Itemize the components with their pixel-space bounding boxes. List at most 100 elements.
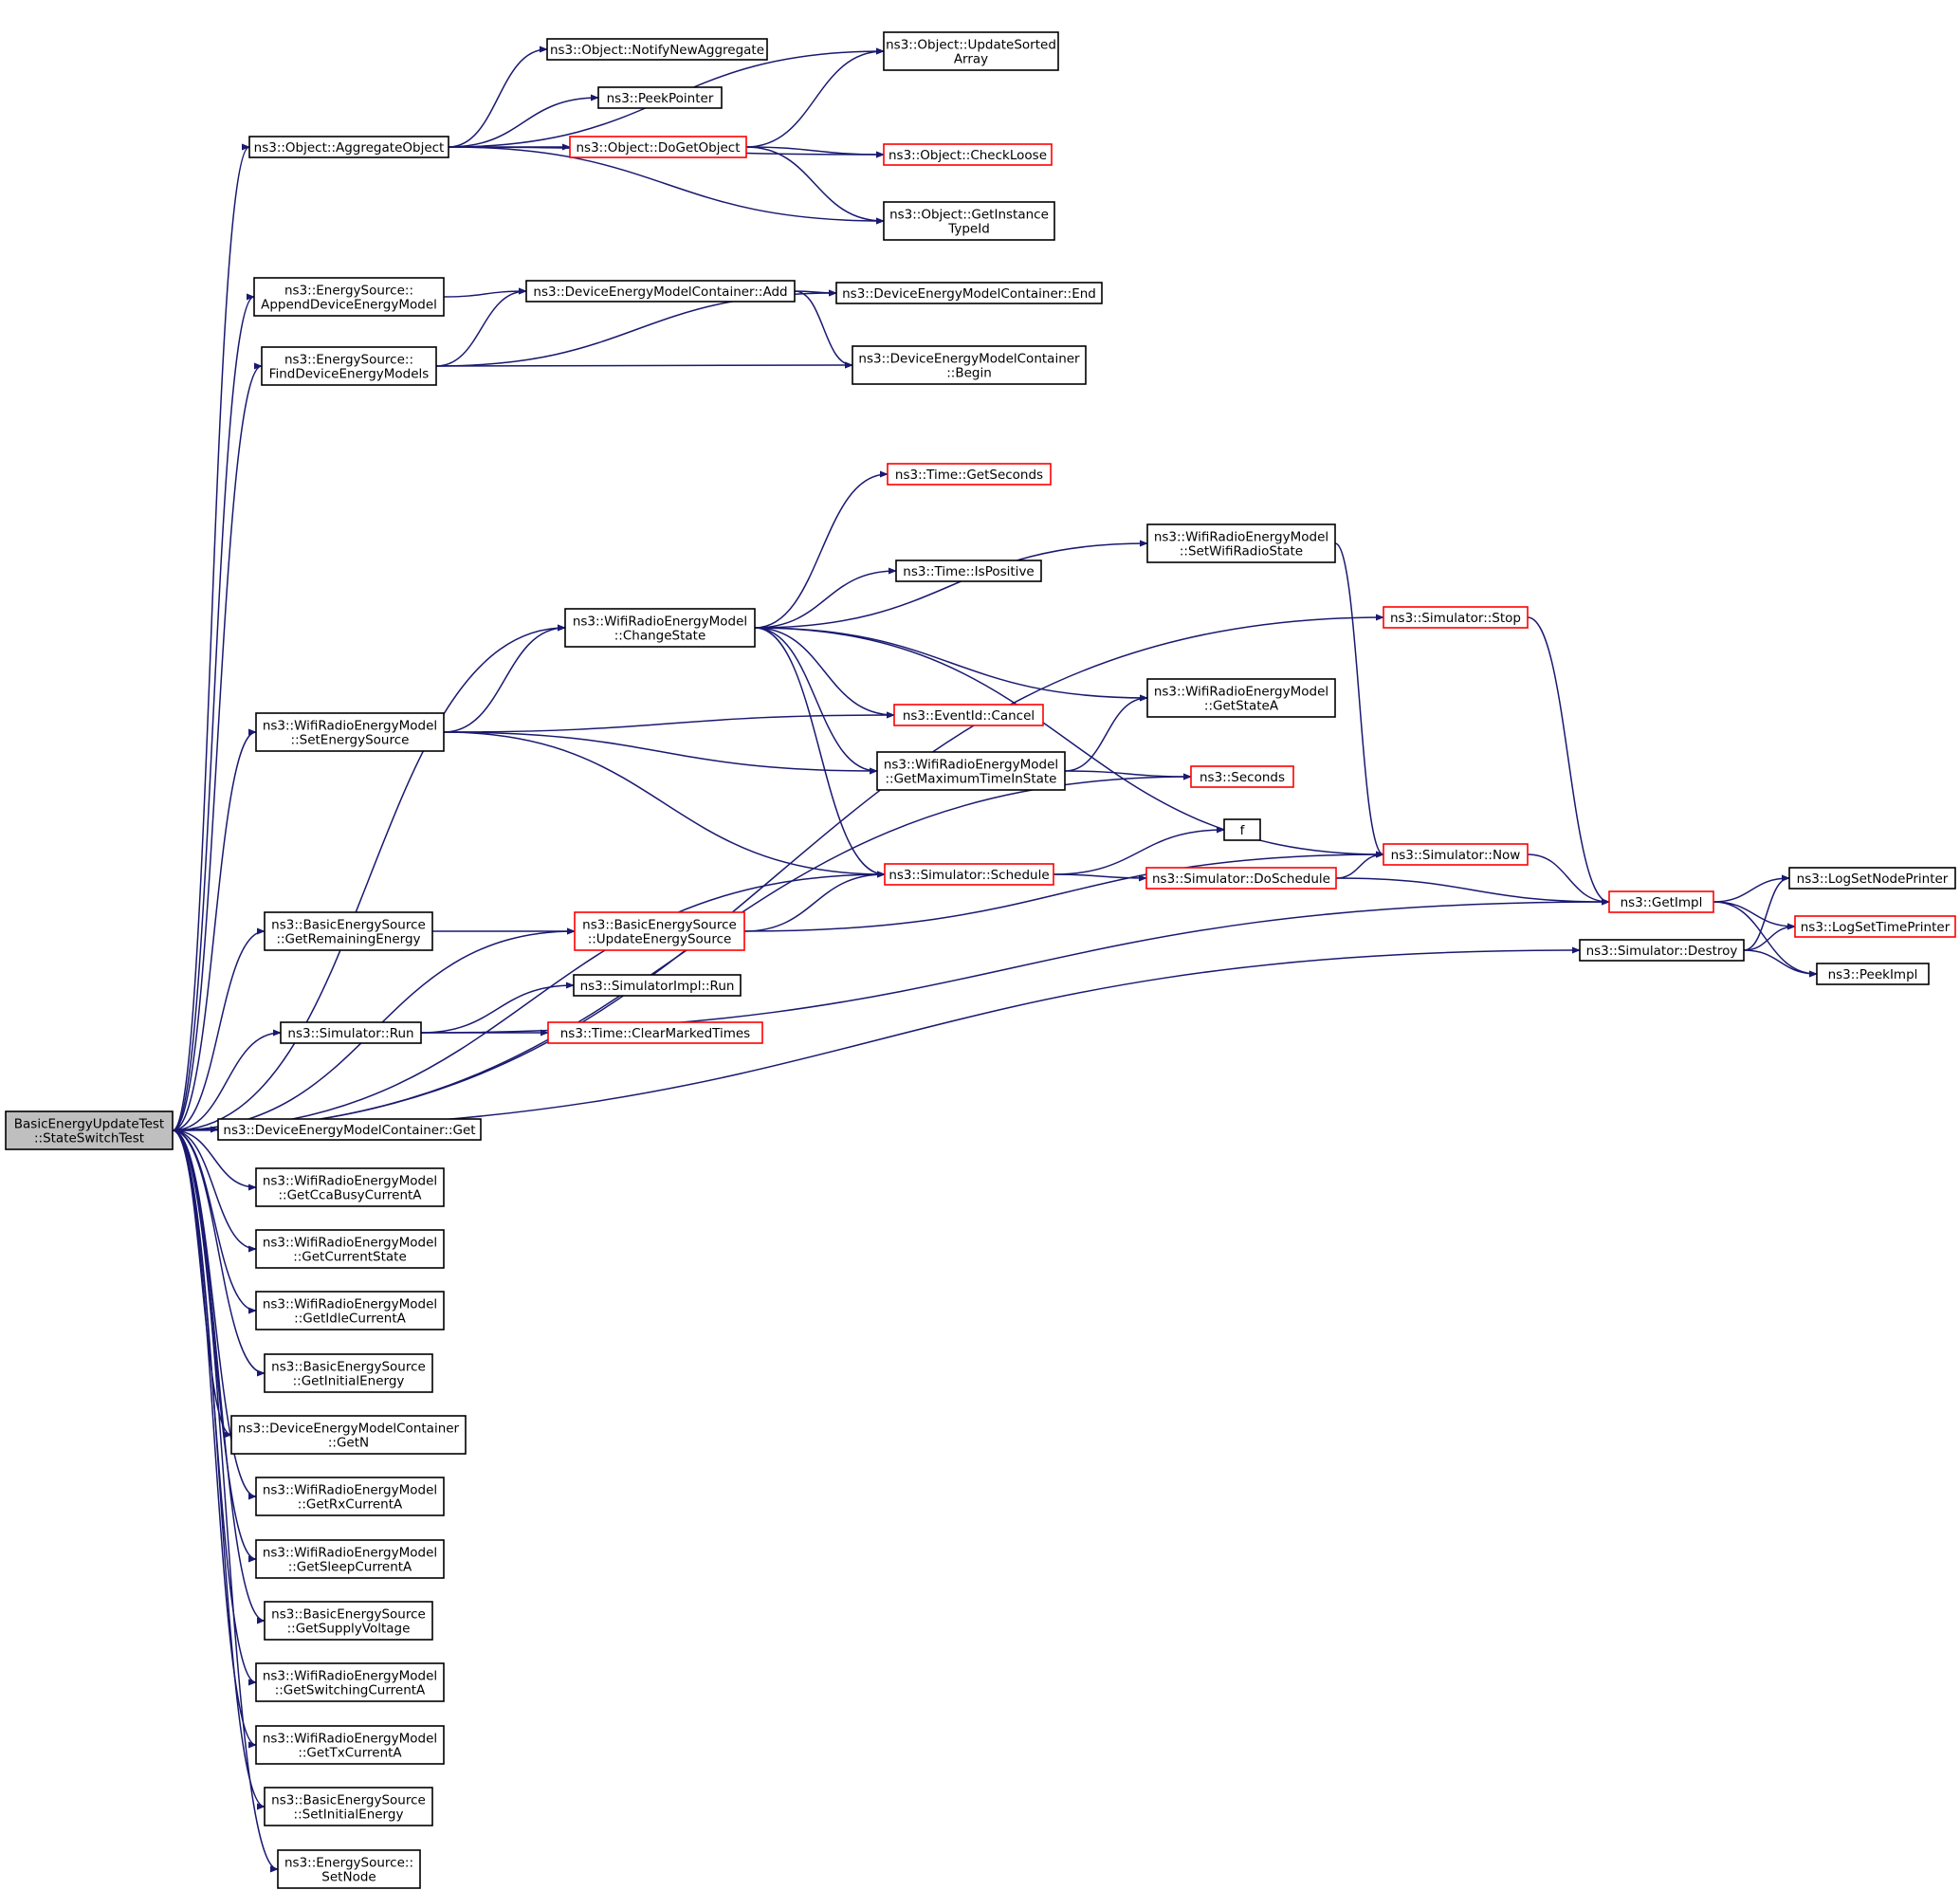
node-peekimpl[interactable]: ns3::PeekImpl (1816, 963, 1930, 985)
node-box (255, 1291, 445, 1330)
edge-simnow-to-getimpl (1527, 853, 1610, 906)
node-label: ns3::WifiRadioEnergyModel (263, 1732, 437, 1747)
node-getsleep[interactable]: ns3::WifiRadioEnergyModel::GetSleepCurre… (255, 1539, 445, 1579)
node-eventcancel[interactable]: ns3::EventId::Cancel (893, 704, 1044, 726)
node-simrun[interactable]: ns3::Simulator::Run (280, 1021, 422, 1044)
node-clearmarked[interactable]: ns3::Time::ClearMarkedTimes (547, 1021, 763, 1044)
edge-setenergysource-to-eventcancel (443, 711, 895, 733)
edge-simstop-to-getimpl (1527, 616, 1610, 906)
node-getimpl[interactable]: ns3::GetImpl (1608, 890, 1714, 913)
node-simstop[interactable]: ns3::Simulator::Stop (1383, 606, 1529, 629)
node-finddem[interactable]: ns3::EnergySource::FindDeviceEnergyModel… (261, 346, 437, 386)
node-getrx[interactable]: ns3::WifiRadioEnergyModel::GetRxCurrentA (255, 1477, 445, 1516)
node-box (217, 1118, 482, 1141)
node-dogetobject[interactable]: ns3::Object::DoGetObject (569, 136, 747, 158)
node-box (1146, 678, 1336, 718)
edge-simschedule-to-f (1053, 826, 1225, 875)
node-updateenergysource[interactable]: ns3::BasicEnergySource::UpdateEnergySour… (574, 911, 745, 951)
node-gettx[interactable]: ns3::WifiRadioEnergyModel::GetTxCurrentA (255, 1725, 445, 1765)
node-label: ::GetCurrentState (293, 1250, 407, 1265)
node-f[interactable]: f (1223, 818, 1261, 841)
node-setenergysource[interactable]: ns3::WifiRadioEnergyModel::SetEnergySour… (255, 712, 445, 752)
node-box (264, 911, 433, 951)
node-box (1788, 867, 1956, 890)
node-logsetnodeprinter[interactable]: ns3::LogSetNodePrinter (1788, 867, 1956, 890)
node-box (1794, 915, 1956, 938)
edge-root-to-aggregate (172, 143, 250, 1131)
node-getccabusy[interactable]: ns3::WifiRadioEnergyModel::GetCcaBusyCur… (255, 1167, 445, 1207)
node-peekpointer[interactable]: ns3::PeekPointer (597, 86, 723, 109)
edge-setwifiradiostate-to-simnow (1334, 542, 1384, 858)
node-label: ns3::Object::NotifyNewAggregate (550, 43, 764, 58)
node-box (1146, 523, 1336, 563)
node-box (547, 1021, 763, 1044)
node-label: f (1240, 823, 1246, 838)
node-simschedule[interactable]: ns3::Simulator::Schedule (884, 863, 1054, 886)
node-getstatea[interactable]: ns3::WifiRadioEnergyModel::GetStateA (1146, 678, 1336, 718)
node-label: ::ChangeState (614, 629, 706, 644)
node-timegetseconds[interactable]: ns3::Time::GetSeconds (887, 463, 1052, 486)
node-box (1816, 963, 1930, 985)
node-label: ns3::Object::DoGetObject (576, 140, 740, 156)
node-box (1608, 890, 1714, 913)
node-getmaxtime[interactable]: ns3::WifiRadioEnergyModel::GetMaximumTim… (876, 751, 1066, 791)
node-notify[interactable]: ns3::Object::NotifyNewAggregate (546, 38, 768, 61)
node-label: ns3::Time::ClearMarkedTimes (560, 1026, 750, 1041)
node-root[interactable]: BasicEnergyUpdateTest::StateSwitchTest (5, 1110, 174, 1150)
node-logsettimeprinter[interactable]: ns3::LogSetTimePrinter (1794, 915, 1956, 938)
node-label: ::GetN (328, 1436, 369, 1451)
edge-root-to-getsupply (172, 1129, 266, 1624)
node-demcend[interactable]: ns3::DeviceEnergyModelContainer::End (835, 282, 1103, 304)
node-label: ns3::DeviceEnergyModelContainer::End (842, 286, 1096, 302)
node-demcadd[interactable]: ns3::DeviceEnergyModelContainer::Add (525, 280, 796, 303)
node-getremaining[interactable]: ns3::BasicEnergySource::GetRemainingEner… (264, 911, 433, 951)
edge-root-to-getsleep (172, 1129, 257, 1563)
edge-changestate-to-simnow (754, 627, 1384, 858)
node-simnow[interactable]: ns3::Simulator::Now (1383, 843, 1529, 866)
edge-simdoschedule-to-simnow (1335, 851, 1384, 879)
edge-aggregate-to-peekpointer (448, 94, 599, 148)
node-aggregate[interactable]: ns3::Object::AggregateObject (248, 136, 449, 158)
node-setwifiradiostate[interactable]: ns3::WifiRadioEnergyModel::SetWifiRadioS… (1146, 523, 1336, 563)
node-getsupply[interactable]: ns3::BasicEnergySource::GetSupplyVoltage (264, 1601, 433, 1641)
edge-changestate-to-getstatea (754, 627, 1148, 702)
edge-appenddem-to-demcadd (443, 287, 527, 298)
node-label: ns3::DeviceEnergyModelContainer (858, 352, 1080, 367)
node-box (883, 143, 1053, 166)
node-label: ns3::PeekImpl (1828, 967, 1918, 982)
node-setinitialenergy[interactable]: ns3::BasicEnergySource::SetInitialEnergy (264, 1787, 433, 1826)
node-appenddem[interactable]: ns3::EnergySource::AppendDeviceEnergyMod… (253, 277, 445, 317)
node-label: ns3::LogSetNodePrinter (1797, 872, 1949, 887)
node-label: ::GetSleepCurrentA (288, 1560, 412, 1575)
edge-setenergysource-to-simschedule (443, 731, 886, 878)
node-box (883, 31, 1059, 71)
node-setnode[interactable]: ns3::EnergySource::SetNode (277, 1849, 421, 1889)
node-demcbegin[interactable]: ns3::DeviceEnergyModelContainer::Begin (852, 345, 1087, 385)
node-getswitching[interactable]: ns3::WifiRadioEnergyModel::GetSwitchingC… (255, 1662, 445, 1702)
node-getcurrentstate[interactable]: ns3::WifiRadioEnergyModel::GetCurrentSta… (255, 1229, 445, 1269)
node-changestate[interactable]: ns3::WifiRadioEnergyModel::ChangeState (564, 608, 756, 648)
node-timeispositive[interactable]: ns3::Time::IsPositive (895, 560, 1042, 582)
node-label: ::GetInitialEnergy (293, 1374, 405, 1389)
node-seconds[interactable]: ns3::Seconds (1190, 765, 1294, 788)
node-simdoschedule[interactable]: ns3::Simulator::DoSchedule (1145, 867, 1337, 890)
node-box (5, 1110, 174, 1150)
node-box (597, 86, 723, 109)
node-simimplrun[interactable]: ns3::SimulatorImpl::Run (573, 974, 742, 997)
node-simdestroy[interactable]: ns3::Simulator::Destroy (1579, 939, 1745, 962)
node-label: ::GetMaximumTimeInState (886, 772, 1057, 787)
node-demcget[interactable]: ns3::DeviceEnergyModelContainer::Get (217, 1118, 482, 1141)
node-demcgetn[interactable]: ns3::DeviceEnergyModelContainer::GetN (230, 1415, 467, 1455)
node-box (253, 277, 445, 317)
node-label: ns3::Simulator::Run (287, 1026, 413, 1041)
node-label: ns3::PeekPointer (607, 91, 714, 106)
node-label: ns3::EnergySource:: (284, 284, 413, 299)
node-label: AppendDeviceEnergyModel (261, 298, 437, 313)
node-getidle[interactable]: ns3::WifiRadioEnergyModel::GetIdleCurren… (255, 1291, 445, 1330)
node-label: ns3::WifiRadioEnergyModel (263, 1483, 437, 1498)
node-getinitialenergy[interactable]: ns3::BasicEnergySource::GetInitialEnergy (264, 1353, 433, 1393)
node-label: ::GetRxCurrentA (298, 1497, 403, 1513)
node-checkloose[interactable]: ns3::Object::CheckLoose (883, 143, 1053, 166)
